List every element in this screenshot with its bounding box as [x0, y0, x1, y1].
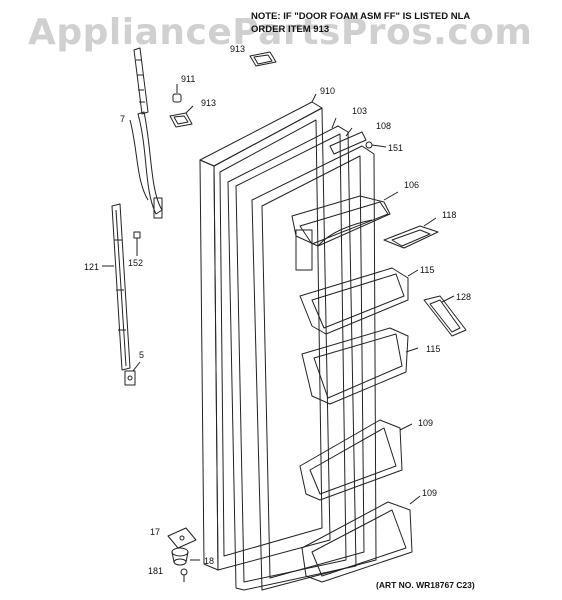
part-109-bin-upper[interactable] [299, 419, 413, 501]
callout-913-top: 913 [230, 44, 246, 54]
callout-181: 181 [148, 566, 164, 576]
callout-152: 152 [128, 258, 144, 268]
callout-108: 108 [376, 121, 392, 131]
part-911[interactable] [172, 84, 182, 103]
part-103-gasket[interactable] [227, 117, 357, 591]
callout-911: 911 [181, 74, 196, 84]
callout-115-upper: 115 [420, 265, 435, 275]
callout-910: 910 [320, 86, 336, 96]
part-5-bracket[interactable] [124, 361, 141, 386]
callout-118: 118 [442, 210, 457, 220]
callout-121: 121 [84, 262, 100, 272]
callout-913-small: 913 [201, 98, 217, 108]
part-121-trim[interactable] [102, 203, 131, 371]
part-152-screw[interactable] [133, 231, 141, 256]
nla-note: NOTE: IF "DOOR FOAM ASM FF" IS LISTED NL… [251, 10, 470, 36]
part-913-top[interactable] [249, 51, 277, 67]
part-118-dairy-door[interactable] [383, 217, 439, 249]
callout-103: 103 [352, 106, 368, 116]
callout-18: 18 [204, 556, 215, 566]
callout-5: 5 [139, 350, 145, 360]
part-109-bin-lower[interactable] [301, 495, 421, 583]
watermark: AppliancePartsPros.com [28, 12, 533, 53]
part-128[interactable] [423, 295, 467, 337]
callout-109-upper: 109 [418, 418, 434, 428]
part-910-door-panel[interactable] [199, 93, 331, 571]
part-108[interactable] [329, 127, 367, 155]
part-115-bin-upper[interactable] [299, 267, 419, 335]
part-106-dairy[interactable] [291, 191, 399, 247]
callout-7: 7 [120, 114, 126, 124]
callout-106: 106 [404, 180, 420, 190]
callout-109-lower: 109 [422, 488, 438, 498]
door-liner[interactable] [251, 145, 377, 591]
part-913-small[interactable] [169, 105, 194, 128]
callout-115-lower: 115 [426, 344, 441, 354]
note-line-2: ORDER ITEM 913 [251, 24, 330, 35]
part-181-screw[interactable] [180, 568, 188, 582]
part-7-handle[interactable] [129, 47, 163, 219]
part-115-bin-lower[interactable] [301, 327, 419, 405]
note-line-1: NOTE: IF "DOOR FOAM ASM FF" IS LISTED NL… [251, 11, 471, 22]
callout-128: 128 [456, 292, 472, 302]
part-151-screw[interactable] [365, 141, 387, 149]
part-18-bushing[interactable] [171, 547, 200, 566]
art-number: (ART NO. WR18767 C23) [376, 580, 475, 590]
callout-17: 17 [150, 527, 161, 537]
callout-151: 151 [388, 143, 404, 153]
part-17-hinge[interactable] [167, 527, 197, 549]
